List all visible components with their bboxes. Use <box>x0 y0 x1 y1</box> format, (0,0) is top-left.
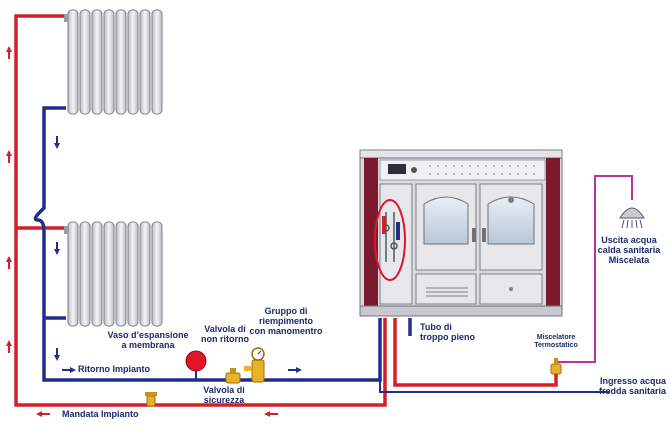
label-hot-water-outlet: Uscita acqua calda sanitaria Miscelata <box>590 235 668 265</box>
radiator-column <box>139 9 151 115</box>
non-return-valve <box>225 368 241 384</box>
radiator-column <box>151 221 163 327</box>
safety-valve <box>145 392 157 407</box>
radiator-column <box>67 221 79 327</box>
radiator-column <box>127 9 139 115</box>
label-expansion-vessel: Vaso d’espansione a membrana <box>97 330 199 350</box>
label-cold-water-inlet: Ingresso acqua fredda sanitaria <box>566 376 666 396</box>
thermostatic-mixer <box>550 358 562 375</box>
label-thermostatic-mixer-line1: Miscelatore <box>536 334 576 341</box>
label-hot-water-outlet-line2: calda sanitaria <box>597 245 661 255</box>
label-filling-group-line1: Gruppo di <box>264 306 308 316</box>
label-thermostatic-mixer-line2: Termostatico <box>534 342 578 349</box>
radiator-column <box>67 9 79 115</box>
label-cold-water-inlet-line2: fredda sanitaria <box>598 386 666 396</box>
radiator-column <box>115 221 127 327</box>
label-filling-group-line3: con manomentro <box>249 326 323 336</box>
radiator-upper <box>64 9 163 115</box>
radiator-inlet-cap <box>64 226 68 234</box>
radiator-column <box>139 221 151 327</box>
radiator-column <box>103 9 115 115</box>
label-non-return-valve-line1: Valvola di <box>204 324 246 334</box>
label-supply-line: Mandata Impianto <box>62 409 139 419</box>
label-filling-group-line2: riempimento <box>258 316 313 326</box>
return-flow-arrows <box>54 136 302 373</box>
label-overflow-pipe-line1: Tubo di <box>420 322 452 332</box>
supply-flow-arrows <box>6 46 278 417</box>
radiator-column <box>127 221 139 327</box>
radiator-column <box>91 9 103 115</box>
label-non-return-valve: Valvola di non ritorno <box>188 324 262 344</box>
label-expansion-vessel-line2: a membrana <box>121 340 175 350</box>
cold-water-branch <box>379 318 556 393</box>
radiator-lower <box>64 221 163 327</box>
label-overflow-pipe-line2: troppo pieno <box>420 332 475 342</box>
radiator-inlet-cap <box>64 14 68 22</box>
cooking-stove-boiler <box>359 149 563 317</box>
label-safety-valve: Valvola di sicurezza <box>188 385 260 405</box>
shower-head-icon <box>619 207 645 229</box>
label-expansion-vessel-line1: Vaso d’espansione <box>107 330 189 340</box>
label-safety-valve-line2: sicurezza <box>203 395 245 405</box>
label-filling-group: Gruppo di riempimento con manomentro <box>242 306 330 336</box>
label-safety-valve-line1: Valvola di <box>203 385 245 395</box>
label-thermostatic-mixer: Miscelatore Termostatico <box>524 334 588 350</box>
expansion-vessel <box>185 350 207 380</box>
label-non-return-valve-line2: non ritorno <box>201 334 249 344</box>
filling-group <box>244 347 265 383</box>
label-hot-water-outlet-line1: Uscita acqua <box>601 235 657 245</box>
label-return-line: Ritorno Impianto <box>78 364 150 374</box>
radiator-column <box>79 9 91 115</box>
label-overflow-pipe: Tubo di troppo pieno <box>420 322 475 342</box>
radiator-column <box>79 221 91 327</box>
radiator-column <box>115 9 127 115</box>
radiator-column <box>151 9 163 115</box>
radiator-column <box>91 221 103 327</box>
radiator-column <box>103 221 115 327</box>
sanitary-hot-pipe <box>556 175 633 363</box>
return-pipe <box>33 106 412 382</box>
label-hot-water-outlet-line3: Miscelata <box>608 255 650 265</box>
label-cold-water-inlet-line1: Ingresso acqua <box>599 376 666 386</box>
